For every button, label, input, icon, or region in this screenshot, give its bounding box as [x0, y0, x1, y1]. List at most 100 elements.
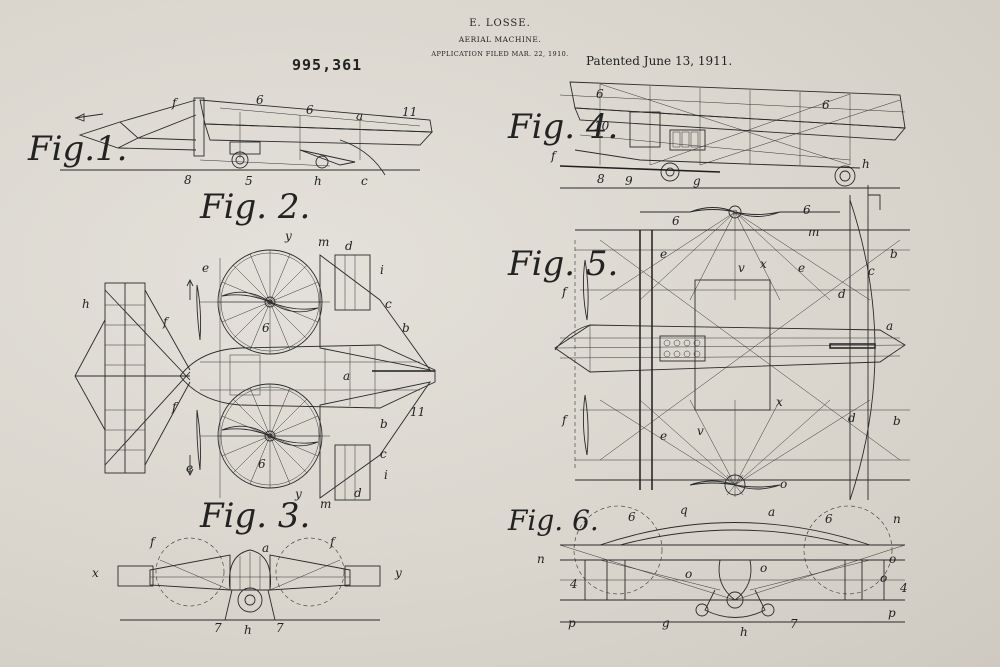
reference-label: i	[384, 468, 388, 482]
figure-3-labels: f a f x y 7 h 7	[92, 535, 402, 637]
reference-label: 4	[899, 581, 908, 595]
reference-label: v	[738, 261, 745, 275]
figure-2: Fig. 2.	[74, 187, 436, 511]
reference-label: h	[244, 623, 252, 637]
reference-label: b	[380, 417, 388, 431]
reference-label: f	[149, 535, 157, 549]
figure-5-labels: 6 6 e m v x e b c d f a x f e v d b o	[561, 203, 901, 491]
reference-label: 6	[596, 87, 604, 101]
reference-label: b	[402, 321, 410, 335]
reference-label: 11	[402, 105, 417, 119]
patent-date: Patented June 13, 1911.	[586, 54, 733, 68]
figure-4-labels: 6 6 10 f h 8 9 g	[550, 87, 870, 188]
filing-date: APPLICATION FILED MAR. 22, 1910.	[431, 50, 569, 58]
reference-label: m	[808, 225, 819, 239]
reference-label: c	[361, 174, 368, 188]
reference-label: y	[294, 487, 302, 501]
reference-label: f	[171, 96, 179, 110]
reference-label: x	[92, 566, 99, 580]
reference-label: c	[385, 297, 392, 311]
reference-label: e	[186, 461, 193, 475]
reference-label: d	[838, 287, 846, 301]
reference-label: 6	[822, 98, 830, 112]
reference-label: p	[568, 616, 576, 630]
inventor-name: E. LOSSE.	[469, 18, 531, 29]
reference-label: d	[345, 239, 353, 253]
reference-label: 6	[803, 203, 811, 217]
reference-label: 7	[276, 621, 284, 635]
figure-4: Fig. 4. 6 6 10 f h 8 9	[507, 81, 906, 189]
figure-6-labels: 6 q a 6 n n o o o 4 o 4 p g h 7 p	[537, 503, 908, 639]
reference-label: d	[848, 411, 856, 425]
figure-4-title: Fig. 4.	[507, 107, 618, 147]
reference-label: a	[343, 369, 350, 383]
figure-6-title: Fig. 6.	[507, 504, 599, 537]
reference-label: n	[893, 512, 901, 526]
figure-1: Fig.1. f 6 6 a 11 8 5 h c	[27, 93, 433, 188]
reference-label: q	[680, 503, 688, 517]
reference-label: o	[685, 567, 692, 581]
reference-label: f	[561, 413, 569, 427]
reference-label: b	[893, 414, 901, 428]
reference-label: a	[262, 541, 269, 555]
figure-1-title: Fig.1.	[27, 129, 127, 169]
reference-label: 6	[306, 103, 314, 117]
reference-label: 6	[672, 214, 680, 228]
patent-number: 995,361	[292, 56, 363, 74]
reference-label: e	[660, 247, 667, 261]
figure-1-labels: f 6 6 a 11 8 5 h c	[171, 93, 417, 188]
reference-label: f	[162, 315, 170, 329]
reference-label: e	[202, 261, 209, 275]
reference-label: 10	[594, 119, 610, 133]
figure-5-title: Fig. 5.	[507, 244, 618, 284]
reference-label: m	[320, 497, 331, 511]
reference-label: n	[537, 552, 545, 566]
reference-label: 6	[262, 321, 270, 335]
reference-label: y	[394, 566, 402, 580]
reference-label: x	[776, 395, 783, 409]
figure-5: Fig. 5.	[507, 185, 910, 501]
reference-label: x	[760, 257, 767, 271]
reference-label: d	[354, 486, 362, 500]
reference-label: o	[880, 571, 887, 585]
reference-label: 4	[569, 577, 578, 591]
reference-label: m	[318, 235, 329, 249]
reference-label: 6	[825, 512, 833, 526]
reference-label: e	[660, 429, 667, 443]
reference-label: g	[662, 616, 670, 630]
reference-label: i	[380, 263, 384, 277]
reference-label: f	[550, 149, 558, 163]
reference-label: b	[890, 247, 898, 261]
reference-label: p	[888, 606, 896, 620]
figure-2-title: Fig. 2.	[199, 187, 310, 227]
reference-label: c	[868, 264, 875, 278]
reference-label: h	[862, 157, 870, 171]
figure-6: Fig. 6. 6 q a 6 n n o o o	[507, 503, 908, 639]
reference-label: a	[886, 319, 893, 333]
reference-label: 5	[245, 174, 253, 188]
reference-label: 6	[256, 93, 264, 107]
reference-label: 7	[214, 621, 222, 635]
figure-2-labels: y m d e i h c f b 6 a f 11 b e 6 c y i m…	[82, 229, 425, 511]
reference-label: 11	[410, 405, 425, 419]
reference-label: a	[768, 505, 775, 519]
reference-label: y	[284, 229, 292, 243]
figure-3: Fig. 3. f a f x y 7 h 7	[92, 496, 402, 637]
reference-label: a	[356, 109, 363, 123]
reference-label: 6	[258, 457, 266, 471]
figure-3-title: Fig. 3.	[199, 496, 310, 536]
reference-label: h	[314, 174, 322, 188]
reference-label: 9	[625, 174, 633, 188]
reference-label: o	[760, 561, 767, 575]
reference-label: o	[889, 552, 896, 566]
reference-label: h	[82, 297, 90, 311]
reference-label: f	[329, 535, 337, 549]
reference-label: f	[171, 400, 179, 414]
reference-label: e	[798, 261, 805, 275]
reference-label: 7	[790, 617, 798, 631]
patent-title: AERIAL MACHINE.	[458, 35, 542, 44]
reference-label: v	[697, 424, 704, 438]
reference-label: o	[780, 477, 787, 491]
reference-label: 6	[628, 510, 636, 524]
